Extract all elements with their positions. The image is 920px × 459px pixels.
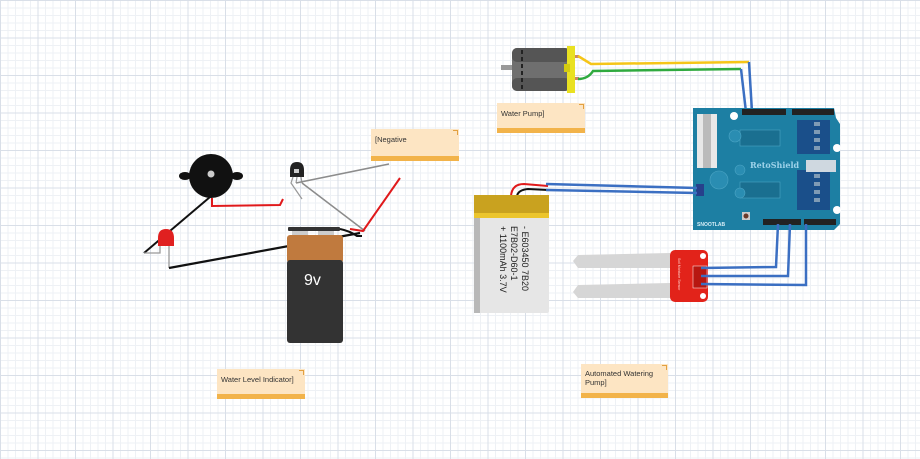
battery-9v-label: 9v [304, 272, 321, 289]
soil-moisture-sensor[interactable]: Soil Moisture Sensor [573, 250, 708, 302]
wire-blue[interactable] [700, 223, 780, 270]
wire-grey[interactable] [301, 182, 366, 232]
wire-black[interactable] [339, 228, 362, 237]
wire-red[interactable] [211, 198, 284, 208]
wire-yellow[interactable] [577, 54, 750, 66]
dc-motor[interactable] [501, 46, 579, 93]
piezo-buzzer[interactable] [179, 154, 243, 198]
wire-blue[interactable] [701, 223, 792, 278]
wire-red[interactable] [510, 182, 549, 197]
wire-blue[interactable] [700, 224, 808, 287]
red-led[interactable] [144, 229, 174, 268]
wire-red[interactable] [349, 177, 401, 233]
note-text: Automated Watering Pump] [585, 369, 654, 387]
npn-transistor[interactable] [290, 162, 304, 200]
motor-shield[interactable]: RetoShield SNOOTLAB [693, 108, 841, 230]
note-water-pump[interactable]: Water Pump] [497, 103, 585, 133]
battery-9v[interactable]: 9v [287, 227, 343, 343]
note-text: [Negative [375, 135, 407, 144]
reset-button[interactable] [743, 213, 749, 219]
lipo-label-2: E7B02-D60-1 [509, 226, 519, 281]
wire-blue[interactable] [747, 61, 754, 113]
lipo-battery[interactable]: - E603450 7B20 E7B02-D60-1 + 1100mAh 3.7… [474, 195, 549, 313]
wire-blue[interactable] [545, 182, 698, 190]
note-text: Water Pump] [501, 109, 545, 118]
shield-brand: RetoShield [750, 160, 800, 170]
note-water-level-indicator[interactable]: Water Level Indicator] [217, 369, 305, 399]
wire-green[interactable] [577, 67, 742, 81]
shield-maker: SNOOTLAB [697, 222, 725, 228]
wire-grey[interactable] [295, 163, 390, 184]
sensor-label: Soil Moisture Sensor [677, 258, 681, 291]
note-negative[interactable]: [Negative [371, 129, 459, 161]
wire-black[interactable] [516, 187, 549, 197]
lipo-label-1: - E603450 7B20 [520, 226, 530, 291]
wire-black[interactable] [143, 196, 211, 254]
wire-blue[interactable] [545, 188, 698, 195]
note-text: Water Level Indicator] [221, 375, 294, 384]
note-automated-watering-pump[interactable]: Automated Watering Pump] [581, 364, 668, 398]
lipo-label-3: + 1100mAh 3.7V [498, 226, 508, 293]
wire-blue[interactable] [739, 68, 748, 113]
